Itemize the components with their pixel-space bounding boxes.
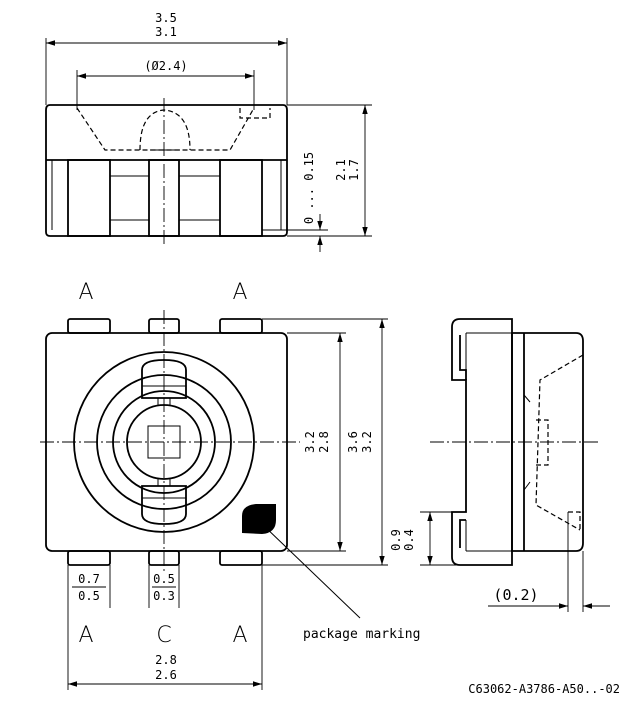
side-cavity-hidden: [535, 354, 584, 531]
front-cavity-hidden: [76, 107, 255, 151]
lead-pitch-min: 2.6: [155, 668, 177, 682]
side-offset-label: (0.2): [493, 586, 538, 604]
plan-bond-bottom: [141, 485, 187, 525]
standoff-label: 0 ... 0.15: [302, 152, 316, 224]
outer-height-min: 3.2: [360, 431, 374, 453]
inner-height-min: 2.8: [317, 431, 331, 453]
height-min: 1.7: [347, 159, 361, 181]
lead-pitch-max: 2.8: [155, 653, 177, 667]
side-lead-min: 0.4: [402, 529, 416, 551]
anode-lead-min: 0.5: [78, 589, 100, 603]
plan-lead-top-right: [219, 318, 263, 334]
inner-height-max: 3.2: [303, 431, 317, 453]
front-view: 3.5 3.1 (Ø2.4) 2.1 1.7: [45, 11, 372, 252]
front-body-outline: [45, 104, 288, 237]
pin-label-bottom-left: A: [78, 623, 93, 648]
package-marking-leader: [261, 523, 361, 619]
cathode-lead-min: 0.3: [153, 589, 175, 603]
pin-label-top-left: A: [78, 280, 93, 305]
top-width-min: 3.1: [155, 25, 177, 39]
height-max: 2.1: [334, 159, 348, 181]
plan-lead-bottom-left: [67, 550, 111, 566]
package-marking-symbol: [242, 504, 276, 534]
pin-label-top-right: A: [232, 280, 247, 305]
side-lead-max: 0.9: [389, 529, 403, 551]
outer-height-max: 3.6: [346, 431, 360, 453]
pin-label-bottom-center: C: [156, 623, 171, 648]
side-body-outline: [511, 332, 584, 552]
cathode-lead-max: 0.5: [153, 572, 175, 586]
plan-view: A A 3.2: [40, 280, 420, 690]
plan-lead-top-left: [67, 318, 111, 334]
front-lead-left: [67, 159, 111, 237]
top-width-max: 3.5: [155, 11, 177, 25]
pin-label-bottom-right: A: [232, 623, 247, 648]
front-lead-right: [219, 159, 263, 237]
side-view: 0.9 0.4 (0.2): [389, 318, 610, 612]
drawing-number: C63062-A3786-A50..-02: [468, 682, 620, 696]
plan-lead-bottom-right: [219, 550, 263, 566]
package-marking-label: package marking: [303, 627, 420, 642]
lens-diameter-label: (Ø2.4): [144, 59, 187, 73]
anode-lead-max: 0.7: [78, 572, 100, 586]
